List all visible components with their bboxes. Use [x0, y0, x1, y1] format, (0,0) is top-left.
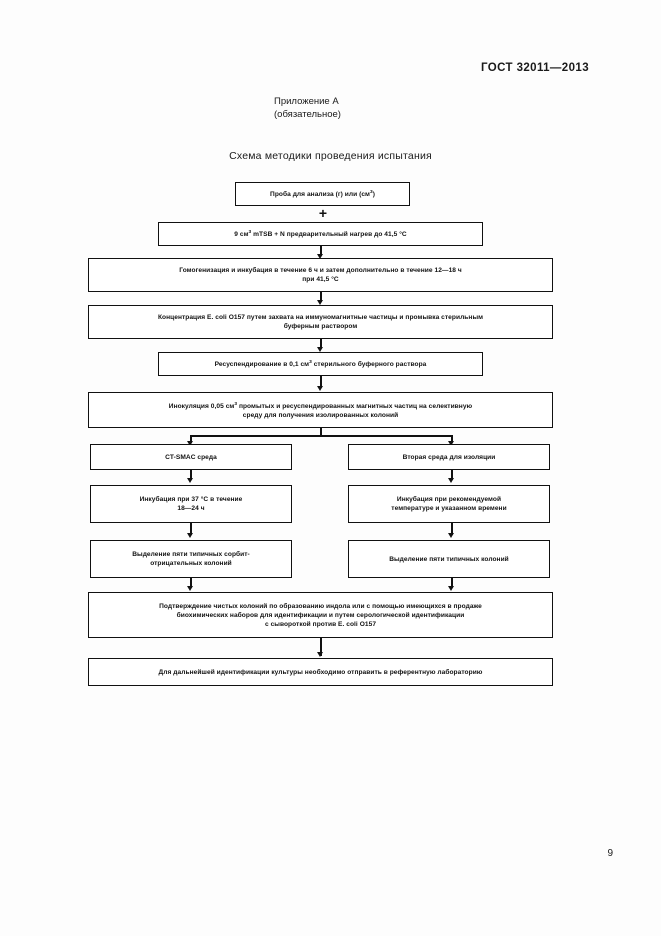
flow-node-resuspension: Ресуспендирование в 0,1 см3 стерильного …: [158, 352, 483, 376]
appendix-subtitle: (обязательное): [274, 109, 341, 120]
arrow-head-incubation-37: [187, 478, 193, 483]
arrow-head-inoculation: [317, 386, 323, 391]
connector-branch-bar: [190, 435, 452, 437]
arrow-head-confirmation-left: [187, 586, 193, 591]
connector-incubation-37-isolation: [190, 523, 192, 535]
flow-node-resuspension-label: Ресуспендирование в 0,1 см3 стерильного …: [214, 360, 427, 369]
flow-node-incubation-recommended-line2: температуре и указанном времени: [391, 505, 507, 512]
flow-node-isolation-typical: Выделение пяти типичных колоний: [348, 540, 550, 578]
standard-header: ГОСТ 32011—2013: [481, 62, 589, 74]
connector-confirmation-reference-lab: [320, 638, 322, 656]
flow-node-incubation-recommended: Инкубация при рекомендуемой температуре …: [348, 485, 550, 523]
plus-symbol: +: [318, 205, 328, 221]
connector-homogenization-concentration: [320, 292, 322, 302]
flow-node-incubation-recommended-line1: Инкубация при рекомендуемой: [396, 496, 502, 503]
connector-isolation-sorbitol-down: [190, 578, 192, 588]
flow-node-sample-label: Проба для анализа (г) или (см3): [270, 190, 375, 199]
flow-node-sample: Проба для анализа (г) или (см3): [235, 182, 410, 206]
flow-node-incubation-37: Инкубация при 37 °С в течение 18—24 ч: [90, 485, 292, 523]
connector-isolation-typical-down: [451, 578, 453, 588]
arrow-head-ct-smac: [187, 441, 193, 446]
arrow-head-concentration: [317, 300, 323, 305]
flow-node-second-medium-label: Вторая среда для изоляции: [402, 453, 496, 461]
flow-node-second-medium: Вторая среда для изоляции: [348, 444, 550, 470]
flow-node-isolation-sorbitol-line1: Выделение пяти типичных сорбит-: [132, 551, 250, 558]
flow-node-incubation-37-line1: Инкубация при 37 °С в течение: [139, 496, 243, 503]
connector-concentration-resuspension: [320, 339, 322, 349]
flow-node-confirmation-line2: биохимических наборов для идентификации …: [176, 611, 465, 619]
connector-incubation-recommended-isolation: [451, 523, 453, 535]
flow-node-homogenization-line1: Гомогенизация и инкубация в течение 6 ч …: [179, 267, 462, 274]
flow-node-inoculation-line2: среду для получения изолированных колони…: [242, 412, 399, 420]
flow-node-concentration-line1: Концентрация E. coli O157 путем захвата …: [157, 314, 484, 321]
flow-node-homogenization-line2: при 41,5 °С: [302, 276, 339, 283]
flow-node-isolation-sorbitol: Выделение пяти типичных сорбит- отрицате…: [90, 540, 292, 578]
arrow-head-homogenization: [317, 254, 323, 259]
flow-node-confirmation-line3: с сывороткой против E. coli O157: [264, 620, 377, 628]
arrow-head-resuspension: [317, 347, 323, 352]
flow-node-inoculation-line1: Инокуляция 0,05 см3 промытых и ресуспенд…: [168, 401, 473, 411]
flow-node-inoculation: Инокуляция 0,05 см3 промытых и ресуспенд…: [88, 392, 553, 428]
page-number: 9: [607, 848, 613, 859]
arrow-head-reference-lab: [317, 652, 323, 657]
arrow-head-incubation-recommended: [448, 478, 454, 483]
flow-node-concentration-line2: буферным раствором: [283, 323, 358, 330]
arrow-head-isolation-sorbitol: [187, 533, 193, 538]
flow-node-ct-smac-medium: CT-SMAC среда: [90, 444, 292, 470]
flow-node-reference-lab-label: Для дальнейшей идентификации культуры не…: [158, 668, 483, 676]
flow-node-incubation-37-line2: 18—24 ч: [177, 505, 205, 512]
flow-node-reference-lab: Для дальнейшей идентификации культуры не…: [88, 658, 553, 686]
connector-mtsb-homogenization: [320, 246, 322, 256]
flow-node-concentration: Концентрация E. coli O157 путем захвата …: [88, 305, 553, 339]
flow-node-confirmation-line1: Подтверждение чистых колоний по образова…: [159, 602, 482, 610]
flow-node-mtsb: 9 см3 mTSB + N предварительный нагрев до…: [158, 222, 483, 246]
flow-node-isolation-typical-label: Выделение пяти типичных колоний: [389, 555, 509, 563]
arrow-head-isolation-typical: [448, 533, 454, 538]
flow-node-ct-smac-label: CT-SMAC среда: [165, 453, 217, 461]
connector-ct-smac-incubation: [190, 470, 192, 480]
connector-branch-right: [451, 435, 453, 443]
connector-inoculation-stem: [320, 428, 322, 436]
arrow-head-confirmation-right: [448, 586, 454, 591]
connector-branch-left: [190, 435, 192, 443]
flow-node-confirmation: Подтверждение чистых колоний по образова…: [88, 592, 553, 638]
connector-resuspension-inoculation: [320, 376, 322, 388]
flow-node-homogenization: Гомогенизация и инкубация в течение 6 ч …: [88, 258, 553, 292]
connector-second-medium-incubation: [451, 470, 453, 480]
flow-node-isolation-sorbitol-line2: отрицательных колоний: [150, 560, 232, 567]
appendix-heading: Приложение А (обязательное): [274, 95, 341, 121]
scheme-title: Схема методики проведения испытания: [229, 150, 432, 162]
appendix-title: Приложение А: [274, 96, 339, 107]
flow-node-mtsb-label: 9 см3 mTSB + N предварительный нагрев до…: [234, 230, 407, 239]
arrow-head-second-medium: [448, 441, 454, 446]
